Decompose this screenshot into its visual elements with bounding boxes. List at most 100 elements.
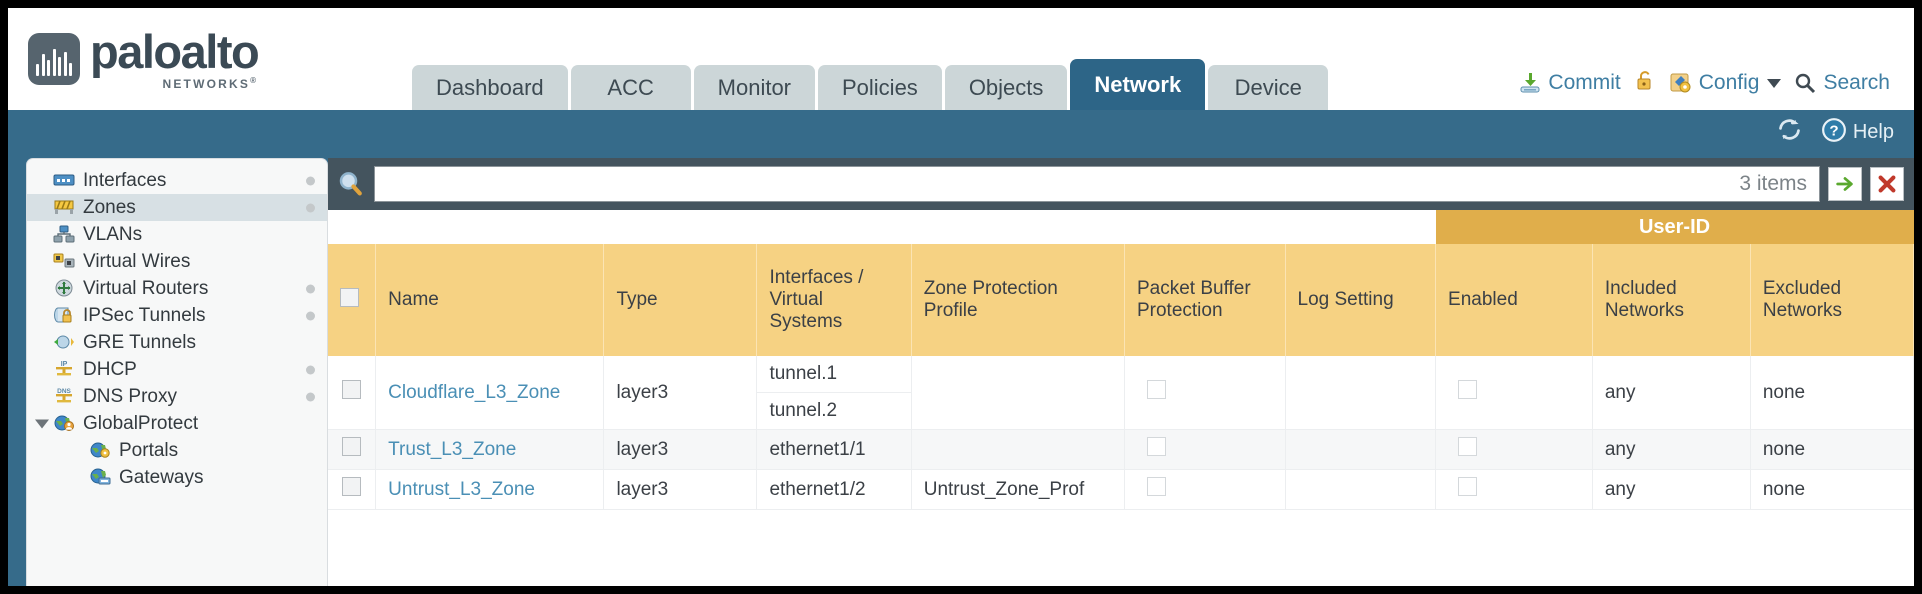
- apply-filter-button[interactable]: [1828, 167, 1862, 201]
- select-all-header[interactable]: [328, 244, 377, 356]
- row-select-cell[interactable]: [328, 429, 377, 470]
- sidebar-item-dhcp[interactable]: IP DHCP: [27, 356, 327, 383]
- search-input[interactable]: 3 items: [374, 166, 1820, 202]
- table-row[interactable]: Cloudflare_L3_Zone layer3 tunnel.1 tunne…: [328, 356, 1914, 430]
- sidebar-item-vlans[interactable]: VLANs: [27, 221, 327, 248]
- cell-name[interactable]: Untrust_L3_Zone: [375, 469, 605, 510]
- cell-included-networks: any: [1592, 429, 1751, 470]
- select-all-checkbox[interactable]: [340, 287, 359, 307]
- packet-buffer-checkbox[interactable]: [1146, 437, 1166, 456]
- row-checkbox[interactable]: [342, 477, 361, 496]
- interface-item: tunnel.2: [769, 400, 838, 421]
- search-icon: [1793, 71, 1817, 95]
- commit-button[interactable]: Commit: [1518, 71, 1621, 95]
- ipsec-tunnels-icon: [53, 306, 75, 325]
- help-button[interactable]: ? Help: [1821, 117, 1894, 149]
- sidebar-item-portals[interactable]: Portals: [27, 437, 327, 464]
- tab-network[interactable]: Network: [1070, 59, 1206, 110]
- status-dot: [306, 365, 315, 374]
- tab-monitor[interactable]: Monitor: [693, 65, 815, 110]
- col-type[interactable]: Type: [603, 244, 758, 356]
- main-nav-tabs[interactable]: Dashboard ACC Monitor Policies Objects N…: [412, 59, 1329, 110]
- tab-objects[interactable]: Objects: [944, 65, 1068, 110]
- sidebar-item-label: Interfaces: [83, 169, 167, 191]
- tab-policies[interactable]: Policies: [818, 65, 942, 110]
- cell-type: layer3: [603, 429, 758, 470]
- sidebar-item-dns-proxy[interactable]: DNS DNS Proxy: [27, 383, 327, 410]
- chevron-down-icon: [1767, 78, 1782, 88]
- search-button[interactable]: Search: [1793, 71, 1890, 95]
- commit-label: Commit: [1548, 71, 1621, 94]
- row-checkbox[interactable]: [342, 380, 361, 399]
- packet-buffer-checkbox[interactable]: [1146, 477, 1166, 496]
- cell-packet-buffer-protection[interactable]: [1124, 356, 1286, 430]
- cell-userid-enabled[interactable]: [1435, 429, 1593, 470]
- cell-included-networks: any: [1592, 356, 1751, 430]
- band-tools: ? Help: [1776, 116, 1894, 149]
- sidebar-item-label: DHCP: [83, 358, 137, 380]
- cell-log-setting: [1285, 356, 1437, 430]
- row-select-cell[interactable]: [328, 356, 377, 430]
- globalprotect-icon: [53, 414, 75, 433]
- cell-packet-buffer-protection[interactable]: [1124, 429, 1286, 470]
- tab-device[interactable]: Device: [1208, 65, 1329, 110]
- sidebar-item-virtual-routers[interactable]: Virtual Routers: [27, 275, 327, 302]
- top-header: paloalto NETWORKS® Dashboard ACC Monitor…: [8, 8, 1914, 110]
- sidebar-item-label: Virtual Routers: [83, 277, 209, 299]
- col-zone-protection-profile[interactable]: Zone Protection Profile: [911, 244, 1125, 356]
- brand-logo: paloalto NETWORKS®: [28, 25, 260, 90]
- zones-table-container: User-ID Name Type Interfaces / Virtual S…: [328, 210, 1914, 586]
- lock-icon[interactable]: [1633, 68, 1657, 98]
- chevron-down-icon[interactable]: [35, 419, 49, 428]
- config-label: Config: [1698, 71, 1760, 94]
- col-enabled[interactable]: Enabled: [1435, 244, 1593, 356]
- sidebar-item-ipsec-tunnels[interactable]: IPSec Tunnels: [27, 302, 327, 329]
- table-header-row: Name Type Interfaces / Virtual Systems Z…: [328, 244, 1914, 356]
- row-checkbox[interactable]: [342, 437, 361, 456]
- userid-enabled-checkbox[interactable]: [1458, 477, 1478, 496]
- sidebar-item-zones[interactable]: Zones: [27, 194, 327, 221]
- cell-packet-buffer-protection[interactable]: [1124, 469, 1286, 510]
- sidebar-item-globalprotect[interactable]: GlobalProtect: [27, 410, 327, 437]
- col-excluded-networks[interactable]: Excluded Networks: [1750, 244, 1914, 356]
- table-row[interactable]: Untrust_L3_Zone layer3 ethernet1/2 Untru…: [328, 469, 1914, 510]
- tab-dashboard[interactable]: Dashboard: [412, 65, 568, 110]
- packet-buffer-checkbox[interactable]: [1146, 380, 1166, 399]
- sidebar-item-virtual-wires[interactable]: Virtual Wires: [27, 248, 327, 275]
- refresh-icon[interactable]: [1776, 116, 1803, 149]
- cell-name[interactable]: Trust_L3_Zone: [375, 429, 605, 470]
- table-body: Cloudflare_L3_Zone layer3 tunnel.1 tunne…: [328, 356, 1914, 510]
- portals-icon: [89, 441, 111, 460]
- gateways-icon: [89, 468, 111, 487]
- sidebar-item-interfaces[interactable]: Interfaces: [27, 167, 327, 194]
- col-name[interactable]: Name: [375, 244, 605, 356]
- sidebar-item-gateways[interactable]: Gateways: [27, 464, 327, 491]
- dhcp-icon: IP: [53, 360, 75, 379]
- brand-name: paloalto: [90, 25, 260, 78]
- interfaces-icon: [53, 171, 75, 190]
- cell-interfaces: ethernet1/1: [756, 429, 912, 470]
- search-label: Search: [1823, 71, 1890, 94]
- search-icon[interactable]: [336, 169, 366, 199]
- items-count: 3 items: [1739, 172, 1807, 195]
- col-interfaces[interactable]: Interfaces / Virtual Systems: [756, 244, 912, 356]
- cell-name[interactable]: Cloudflare_L3_Zone: [375, 356, 605, 430]
- row-select-cell[interactable]: [328, 469, 377, 510]
- cell-userid-enabled[interactable]: [1435, 469, 1593, 510]
- help-icon: ?: [1821, 117, 1847, 149]
- userid-enabled-checkbox[interactable]: [1458, 380, 1478, 399]
- col-packet-buffer-protection[interactable]: Packet Buffer Protection: [1124, 244, 1286, 356]
- sidebar-item-gre-tunnels[interactable]: GRE Tunnels: [27, 329, 327, 356]
- tab-acc[interactable]: ACC: [570, 65, 691, 110]
- status-dot: [306, 203, 315, 212]
- userid-enabled-checkbox[interactable]: [1458, 437, 1478, 456]
- config-menu[interactable]: Config: [1669, 71, 1782, 95]
- help-label: Help: [1852, 121, 1894, 143]
- col-log-setting[interactable]: Log Setting: [1285, 244, 1437, 356]
- cell-userid-enabled[interactable]: [1435, 356, 1593, 430]
- status-dot: [306, 311, 315, 320]
- col-included-networks[interactable]: Included Networks: [1592, 244, 1751, 356]
- clear-filter-button[interactable]: [1870, 167, 1904, 201]
- cell-excluded-networks: none: [1750, 429, 1914, 470]
- table-row[interactable]: Trust_L3_Zone layer3 ethernet1/1 any non…: [328, 429, 1914, 470]
